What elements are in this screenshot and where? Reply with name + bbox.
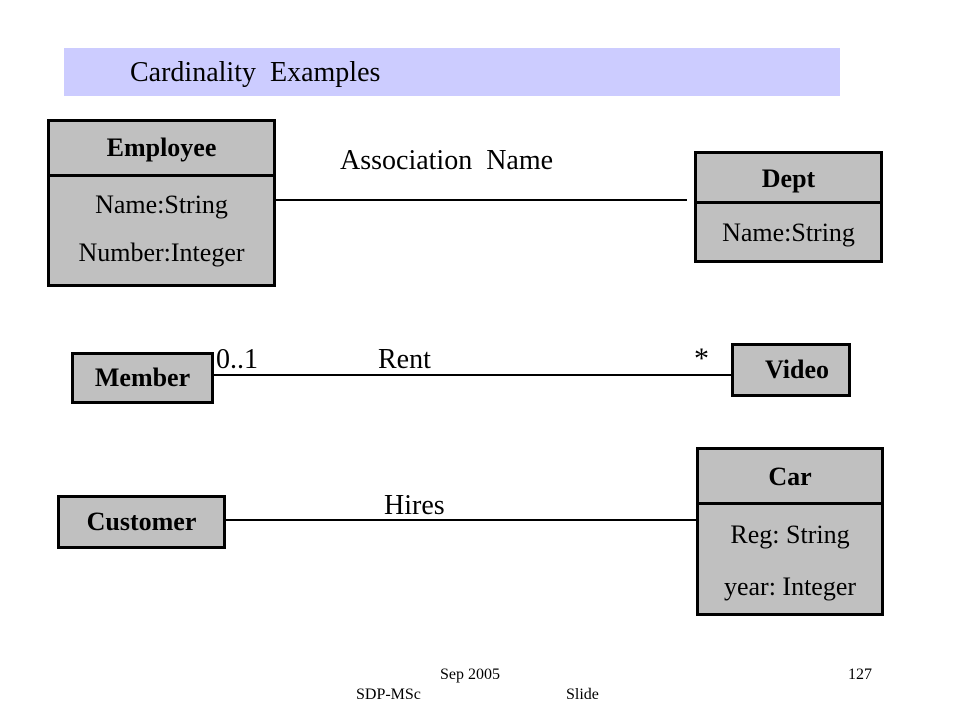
car-class: Car Reg: String year: Integer bbox=[696, 447, 884, 616]
employee-attr-name: Name:String bbox=[95, 190, 228, 219]
hires-label: Hires bbox=[384, 490, 445, 521]
rent-label: Rent bbox=[378, 344, 431, 375]
member-class: Member bbox=[71, 352, 214, 404]
dept-attr-name: Name:String bbox=[722, 218, 855, 247]
car-class-name: Car bbox=[699, 450, 881, 505]
footer-page-number: 127 bbox=[848, 666, 872, 683]
dept-class: Dept Name:String bbox=[694, 151, 883, 263]
car-attr-year: year: Integer bbox=[723, 572, 857, 601]
footer-date: Sep 2005 bbox=[440, 666, 500, 683]
customer-class: Customer bbox=[57, 495, 226, 549]
customer-class-name: Customer bbox=[86, 507, 197, 536]
rent-right-multiplicity: * bbox=[694, 342, 709, 375]
association-name-label: Association Name bbox=[340, 145, 554, 176]
video-class-name: Video bbox=[764, 355, 830, 384]
employee-attr-number: Number:Integer bbox=[78, 238, 245, 267]
rent-left-multiplicity: 0..1 bbox=[216, 344, 258, 375]
employee-class: Employee Name:String Number:Integer bbox=[47, 119, 276, 287]
car-attr-reg: Reg: String bbox=[730, 520, 850, 549]
video-class: Video bbox=[731, 343, 851, 397]
employee-class-name: Employee bbox=[50, 122, 273, 177]
title-band: Cardinality Examples bbox=[64, 48, 840, 96]
dept-class-name: Dept bbox=[697, 154, 880, 204]
slide-title: Cardinality Examples bbox=[130, 57, 381, 88]
member-class-name: Member bbox=[94, 363, 191, 392]
footer-course: SDP-MSc bbox=[356, 686, 421, 703]
footer-slide-label: Slide bbox=[566, 686, 599, 703]
